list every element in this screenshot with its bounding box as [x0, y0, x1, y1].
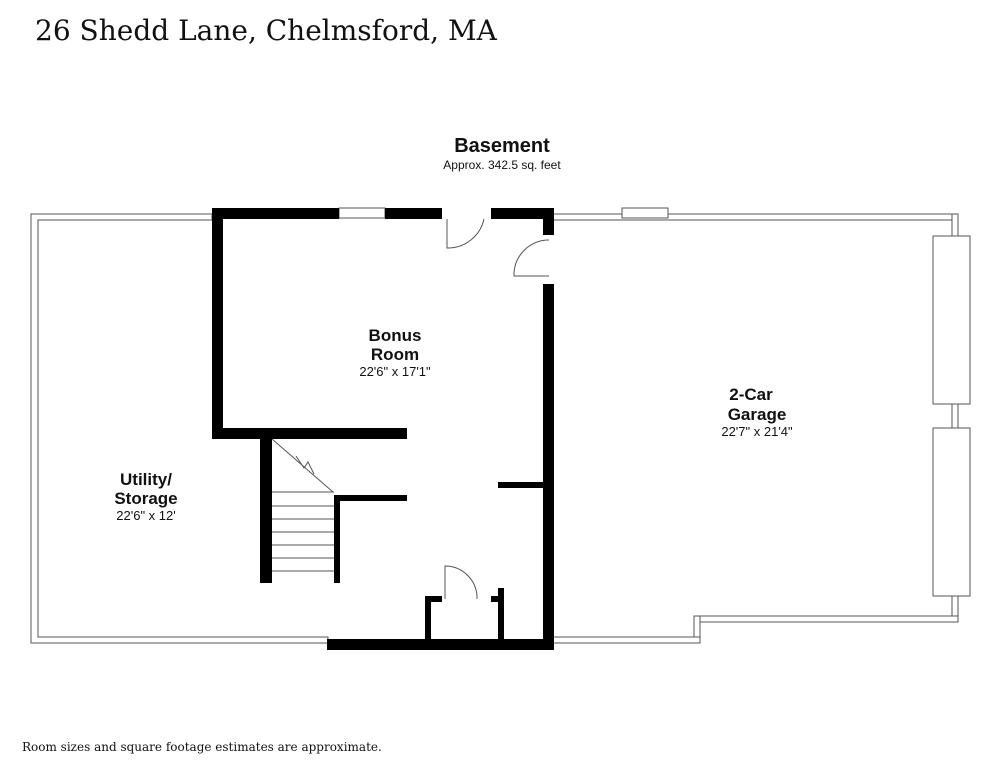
- garage-door-bottom: [932, 427, 971, 597]
- disclaimer: Room sizes and square footage estimates …: [22, 740, 382, 754]
- room-dimensions: 22'7" x 21'4": [721, 424, 793, 439]
- door-swing-bottom: [444, 565, 478, 600]
- room-name: 2-Car: [729, 385, 773, 404]
- door-swings: [444, 218, 550, 600]
- room-utility-label: Utility/ Storage 22'6" x 12': [114, 470, 177, 523]
- garage-door-top: [932, 235, 971, 405]
- door-swing-side: [513, 239, 550, 277]
- interior-thick-walls: [212, 208, 554, 650]
- window-bonus: [338, 207, 386, 219]
- room-dimensions: 22'6" x 12': [116, 508, 175, 523]
- garage-doors: [932, 235, 971, 597]
- door-swing-top: [446, 218, 485, 249]
- floor-area: Approx. 342.5 sq. feet: [443, 158, 561, 172]
- page-title: 26 Shedd Lane, Chelmsford, MA: [35, 14, 497, 47]
- room-bonus-label: Bonus Room 22'6" x 17'1": [359, 326, 431, 379]
- room-dimensions: 22'6" x 17'1": [359, 364, 431, 379]
- exterior-thin-walls: [30, 213, 959, 644]
- room-garage-label: 2-Car Garage 22'7" x 21'4": [721, 385, 793, 439]
- window-garage: [621, 207, 669, 219]
- room-name: Utility/: [120, 470, 172, 489]
- room-name: Storage: [114, 489, 177, 508]
- room-name: Room: [371, 345, 419, 364]
- floor-name: Basement: [454, 135, 550, 157]
- staircase: [271, 438, 334, 572]
- room-name: Bonus: [369, 326, 422, 345]
- room-name: Garage: [728, 405, 787, 424]
